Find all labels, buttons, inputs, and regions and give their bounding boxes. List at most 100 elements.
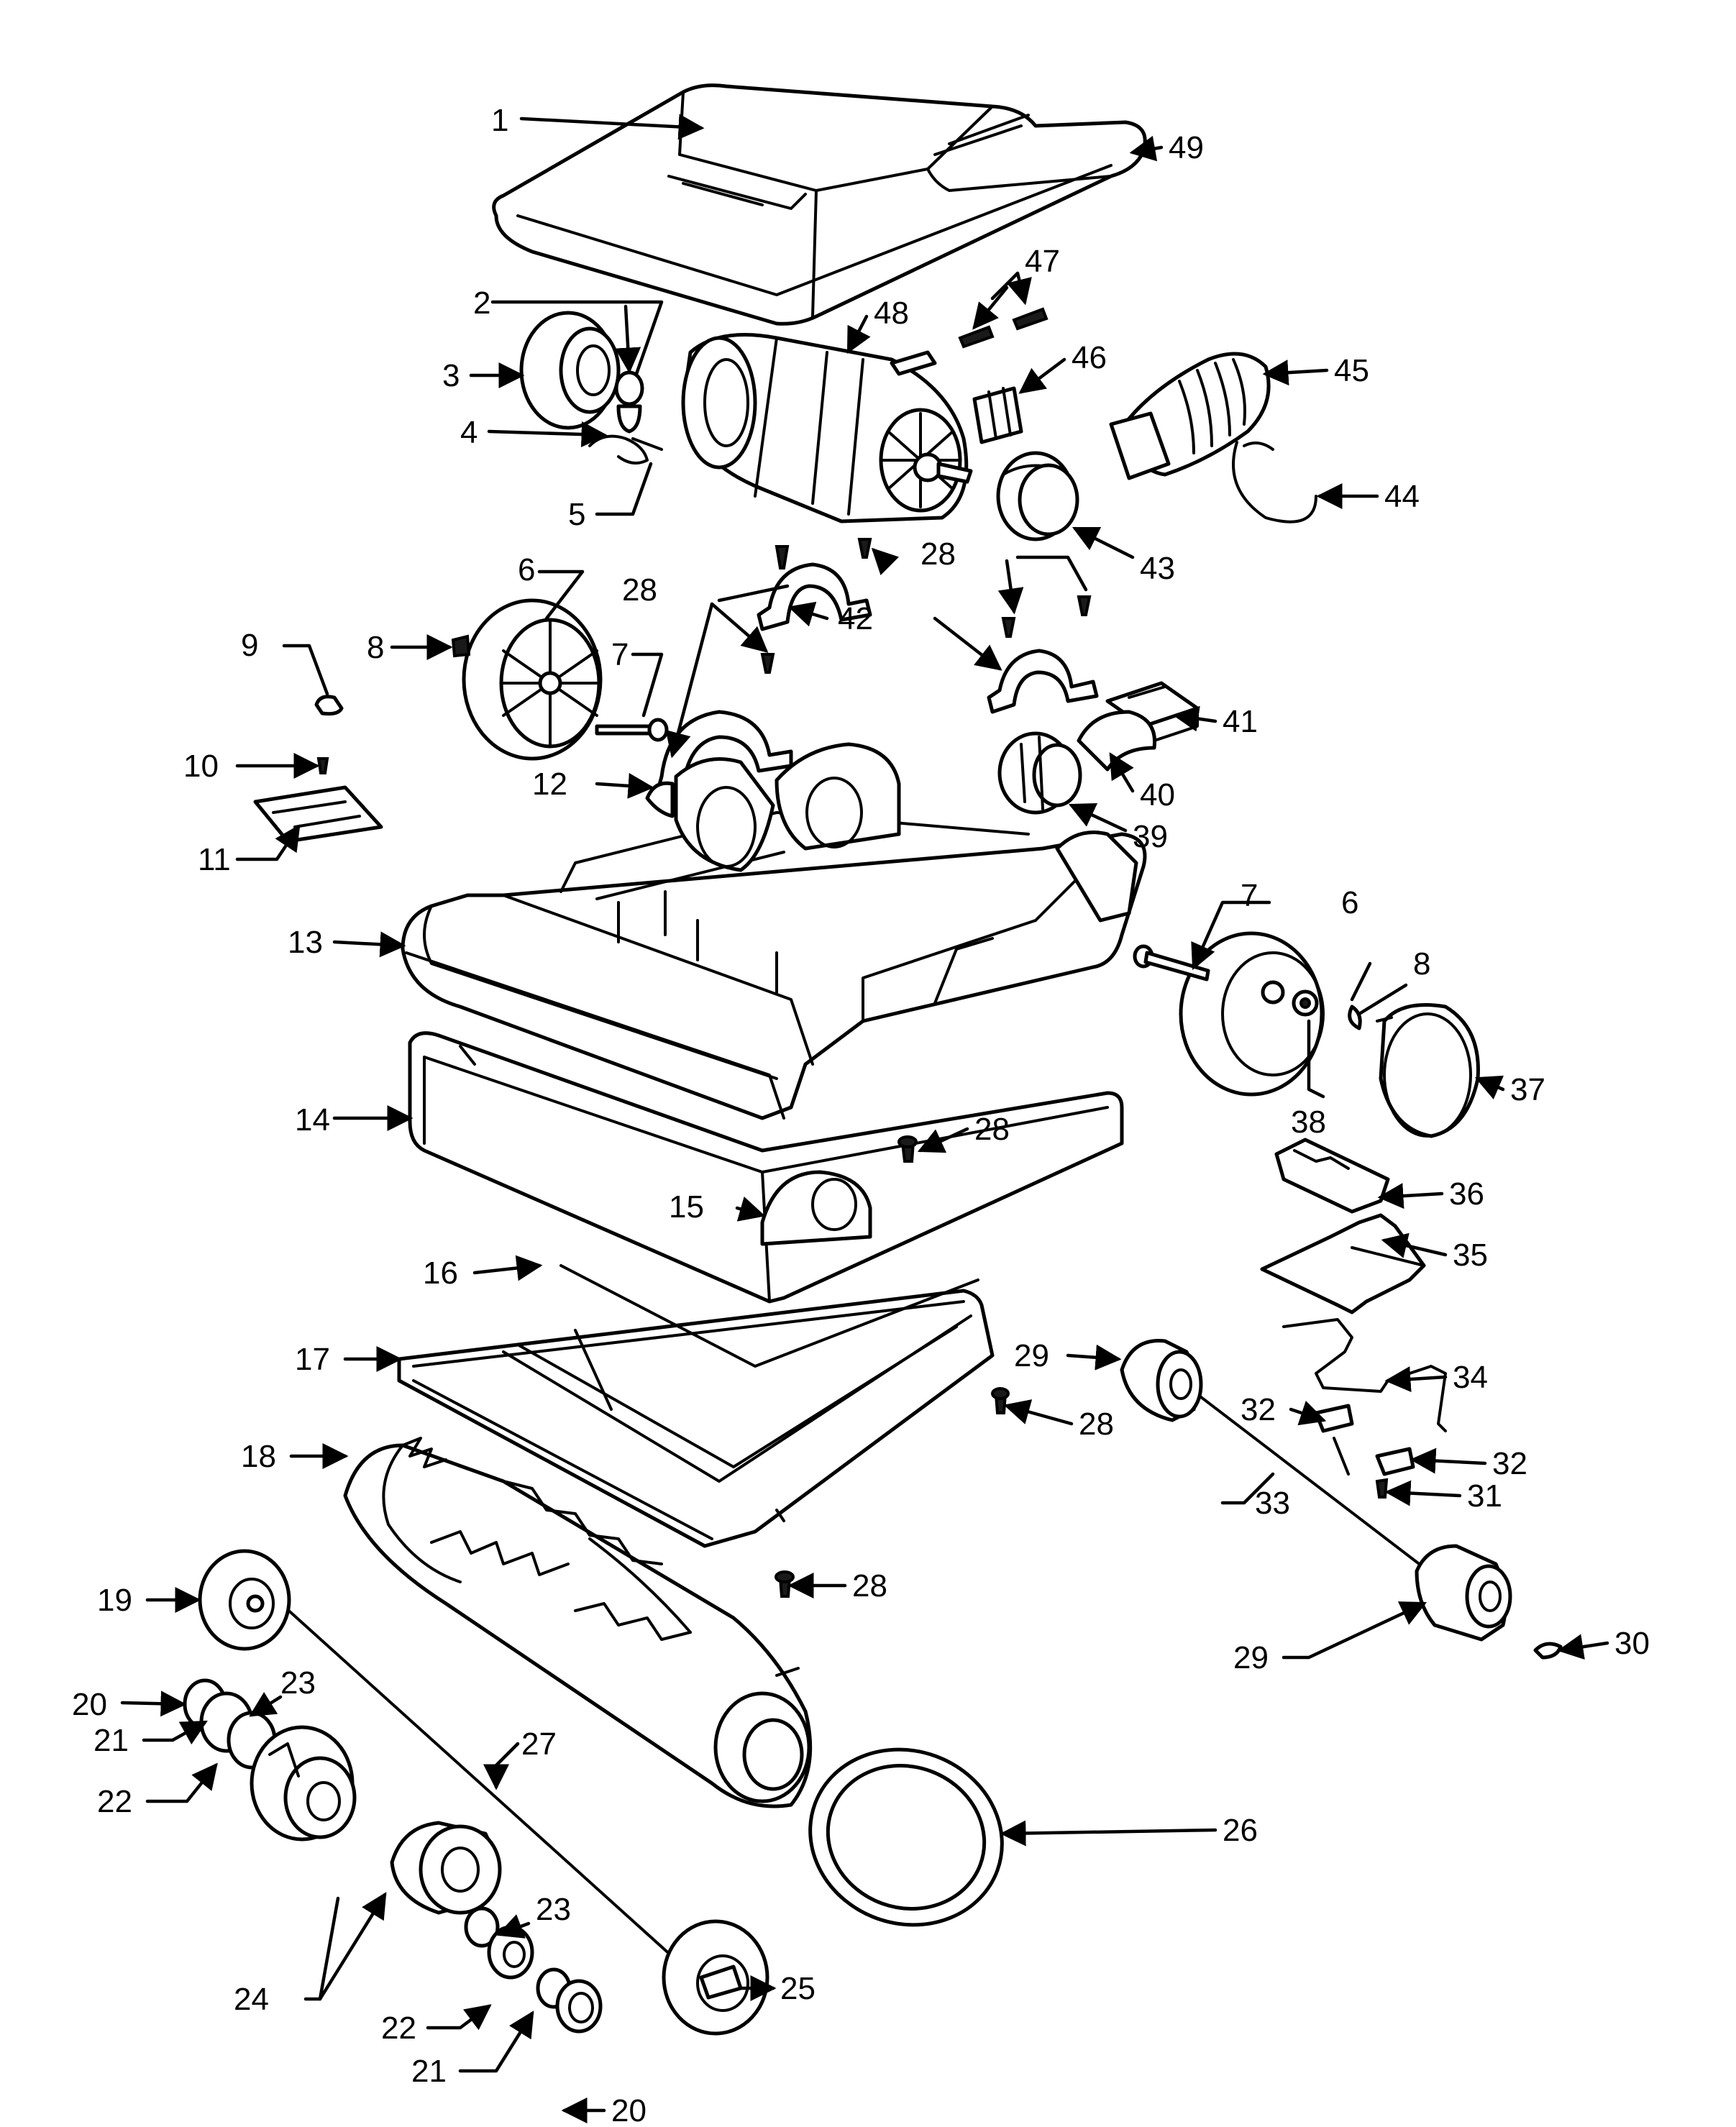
callout-21: 21 — [93, 1723, 129, 1758]
callout-28e: 28 — [852, 1568, 887, 1604]
base-posts — [617, 890, 778, 994]
callout-15: 15 — [669, 1189, 704, 1225]
latch-block — [1274, 1138, 1390, 1214]
callout-26: 26 — [1223, 1813, 1258, 1848]
motor-strap-front — [656, 710, 793, 792]
callout-numbers: 1 49 2 3 4 5 48 47 46 45 44 43 28 28 42 … — [72, 103, 1650, 2127]
motor-strap-right — [987, 649, 1099, 714]
callout-13: 13 — [288, 925, 323, 960]
callout-6b: 6 — [1341, 885, 1358, 920]
callout-9: 9 — [241, 628, 258, 663]
callout-38: 38 — [1291, 1104, 1326, 1140]
callout-29: 29 — [1014, 1338, 1049, 1373]
rear-wheel-left — [451, 598, 603, 761]
callout-22: 22 — [97, 1784, 132, 1819]
hose-ribs — [1178, 358, 1246, 454]
callout-2: 2 — [473, 285, 490, 321]
lift-lever — [1260, 1213, 1426, 1314]
motor-assembly — [681, 333, 973, 523]
callout-22b: 22 — [381, 2011, 416, 2046]
callout-4: 4 — [460, 415, 478, 450]
callout-8: 8 — [367, 630, 384, 665]
brush-roll — [343, 1437, 813, 1808]
callout-23: 23 — [280, 1665, 316, 1701]
mounting-plate — [253, 757, 383, 843]
axle-bolt-left — [595, 718, 669, 742]
lift-rod — [1282, 1318, 1447, 1432]
callout-28d: 28 — [1079, 1406, 1114, 1442]
callout-16: 16 — [423, 1255, 458, 1291]
motor-end-cap — [996, 451, 1079, 541]
callout-32: 32 — [1241, 1392, 1276, 1427]
drive-belt — [808, 1747, 1004, 1927]
bearing-ring — [519, 311, 621, 430]
callout-23b: 23 — [536, 1892, 571, 1927]
callout-46: 46 — [1072, 340, 1107, 375]
motor-brushes — [890, 307, 1049, 376]
callout-36: 36 — [1449, 1176, 1484, 1212]
callout-27: 27 — [521, 1726, 557, 1762]
bristle-rows — [401, 1437, 692, 1641]
callout-33: 33 — [1255, 1486, 1290, 1521]
callout-1: 1 — [491, 103, 508, 138]
front-bracket — [760, 1170, 872, 1246]
callout-47: 47 — [1025, 244, 1060, 279]
rear-wheel-right — [1179, 931, 1362, 1097]
callout-37: 37 — [1510, 1072, 1545, 1107]
callout-7b: 7 — [1241, 878, 1258, 913]
callout-10: 10 — [183, 749, 219, 784]
callout-29b: 29 — [1233, 1640, 1269, 1675]
callout-7: 7 — [611, 637, 629, 672]
callout-31: 31 — [1467, 1478, 1502, 1514]
motor-strap-left — [757, 562, 872, 631]
callout-34: 34 — [1453, 1360, 1488, 1395]
callout-28b: 28 — [622, 572, 657, 608]
callout-25: 25 — [780, 1971, 816, 2006]
callout-49: 49 — [1169, 130, 1204, 165]
callout-42: 42 — [838, 601, 873, 636]
hub-cap — [1376, 1003, 1480, 1138]
hose-clamp — [1232, 441, 1317, 523]
callout-28: 28 — [920, 536, 956, 572]
callout-20: 20 — [72, 1687, 107, 1722]
leader-lines — [120, 114, 1609, 2123]
callout-30: 30 — [1614, 1626, 1650, 1661]
callout-43: 43 — [1140, 551, 1175, 586]
bottom-plate — [397, 1264, 995, 1548]
callout-21b: 21 — [411, 2054, 447, 2089]
callout-40: 40 — [1140, 777, 1175, 813]
end-bearing-left — [183, 1678, 357, 1842]
callout-8b: 8 — [1413, 946, 1430, 982]
callout-48: 48 — [874, 296, 909, 331]
pulley-housing — [1077, 710, 1157, 772]
callout-45: 45 — [1334, 353, 1369, 388]
exhaust-hose — [1109, 352, 1271, 480]
roller-clip — [1533, 1642, 1563, 1660]
screws-upper — [760, 538, 1092, 674]
callout-11: 11 — [198, 842, 231, 877]
brush-roll-shaft — [198, 1549, 769, 2036]
callout-19: 19 — [97, 1583, 132, 1618]
callout-28c: 28 — [974, 1112, 1010, 1147]
screw-mid — [897, 1135, 918, 1163]
rear-roller-axle — [1120, 1339, 1512, 1642]
base-housing — [401, 742, 1147, 1120]
axle-bolt-right — [1133, 944, 1210, 982]
callout-6: 6 — [518, 552, 535, 587]
callout-24: 24 — [234, 1982, 269, 2017]
callout-17: 17 — [295, 1342, 330, 1377]
callout-39: 39 — [1133, 819, 1168, 854]
callout-12: 12 — [532, 767, 567, 802]
callout-20b: 20 — [611, 2093, 647, 2127]
callout-3: 3 — [442, 358, 460, 393]
callout-41: 41 — [1223, 704, 1258, 739]
end-bearing-right — [390, 1821, 603, 2034]
callout-18: 18 — [241, 1439, 276, 1474]
callout-32b: 32 — [1492, 1446, 1527, 1481]
hood-cover — [492, 83, 1147, 326]
drive-pulley — [997, 731, 1082, 815]
callout-5: 5 — [568, 497, 585, 532]
roller-brackets — [1314, 1404, 1415, 1499]
